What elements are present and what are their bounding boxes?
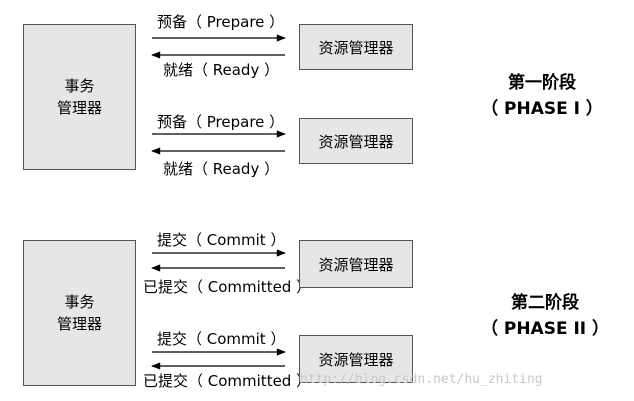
prepare-label-1: 预备（ Prepare ）: [157, 13, 285, 31]
resource-manager-phase1-2: 资源管理器: [299, 118, 413, 164]
phase1-subtitle-text: （ PHASE I ）: [481, 99, 603, 119]
rm-label: 资源管理器: [318, 38, 394, 57]
tm-line2: 管理器: [56, 315, 102, 333]
committed-label-1: 已提交（ Committed ）: [143, 278, 312, 296]
tm-line1: 事务: [64, 293, 95, 311]
resource-manager-phase1-1: 资源管理器: [299, 24, 413, 70]
rm-label: 资源管理器: [318, 350, 394, 369]
phase1-title-text: 第一阶段: [508, 73, 576, 93]
watermark: http://blog.csdn.net/hu_zhiting: [300, 372, 543, 387]
prepare-label-2: 预备（ Prepare ）: [157, 113, 285, 131]
commit-label-1: 提交（ Commit ）: [157, 231, 286, 249]
tm-line1: 事务: [64, 77, 95, 95]
tm-line2: 管理器: [56, 99, 102, 117]
phase2-subtitle-text: （ PHASE II ）: [480, 319, 610, 339]
commit-label-2: 提交（ Commit ）: [157, 330, 286, 348]
phase2-title: 第二阶段 （ PHASE II ）: [480, 290, 610, 342]
rm-label: 资源管理器: [318, 255, 394, 274]
resource-manager-phase2-2: 资源管理器: [299, 335, 413, 383]
ready-label-1: 就绪（ Ready ）: [163, 61, 280, 79]
phase1-title: 第一阶段 （ PHASE I ）: [480, 70, 604, 122]
ready-label-2: 就绪（ Ready ）: [163, 160, 280, 178]
transaction-manager-phase2: 事务 管理器: [23, 240, 136, 386]
rm-label: 资源管理器: [318, 132, 394, 151]
committed-label-2: 已提交（ Committed ）: [143, 372, 312, 390]
transaction-manager-phase1: 事务 管理器: [23, 24, 136, 170]
resource-manager-phase2-1: 资源管理器: [299, 240, 413, 288]
phase2-title-text: 第二阶段: [511, 293, 579, 313]
